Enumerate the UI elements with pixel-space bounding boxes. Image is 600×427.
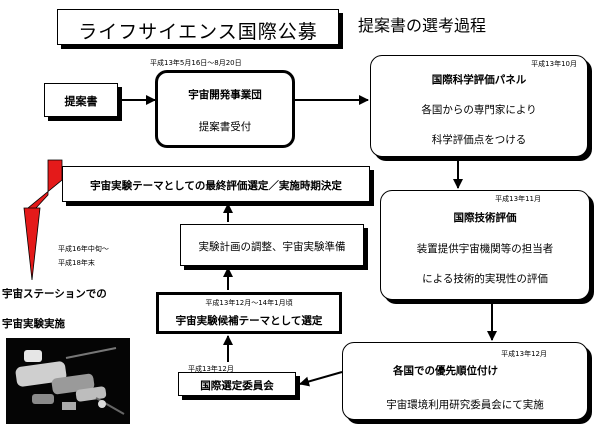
- prep-label: 実験計画の調整、宇宙実験準備: [198, 241, 346, 253]
- priority-date: 平成13年12月: [501, 350, 547, 358]
- committee-title: 国際選定委員会: [200, 380, 274, 392]
- proposal-label: 提案書: [64, 95, 98, 108]
- proposal-box: 提案書: [44, 83, 118, 117]
- page-subtitle: 提案書の選考過程: [358, 16, 487, 35]
- science-panel-box: 平成13年10月 国際科学評価パネル 各国からの専門家により 科学評価点をつける: [370, 55, 588, 157]
- candidate-title: 宇宙実験候補テーマとして選定: [175, 315, 323, 327]
- nasda-box: 宇宙開発事業団 提案書受付: [155, 70, 295, 148]
- iss-label-line1: 宇宙ステーションでの: [2, 288, 107, 300]
- nasda-date: 平成13年5月16日～8月20日: [150, 59, 242, 67]
- title-box: ライフサイエンス国際公募: [57, 9, 339, 45]
- science-panel-line2: 科学評価点をつける: [431, 134, 527, 146]
- science-panel-title: 国際科学評価パネル: [431, 74, 527, 86]
- nasda-body: 提案書受付: [198, 121, 252, 133]
- tech-eval-line2: による技術的実現性の評価: [422, 273, 548, 285]
- tech-eval-date: 平成13年11月: [495, 195, 541, 203]
- priority-title: 各国での優先順位付け: [393, 365, 498, 377]
- iss-date-line2: 平成18年末: [58, 259, 95, 267]
- iss-illustration: [6, 338, 130, 424]
- tech-eval-box: 平成13年11月 国際技術評価 装置提供宇宙機関等の担当者 による技術的実現性の…: [380, 190, 590, 300]
- candidate-date: 平成13年12月～14年1月頃: [205, 299, 293, 307]
- committee-date: 平成13年12月: [188, 365, 234, 373]
- committee-box: 国際選定委員会: [178, 372, 296, 396]
- tech-eval-title: 国際技術評価: [453, 212, 517, 224]
- tech-eval-line1: 装置提供宇宙機関等の担当者: [416, 243, 554, 255]
- final-box: 宇宙実験テーマとしての最終評価選定／実施時期決定: [62, 166, 370, 202]
- science-panel-date: 平成13年10月: [531, 60, 577, 68]
- iss-photo: [6, 338, 130, 424]
- prep-box: 実験計画の調整、宇宙実験準備: [180, 224, 364, 266]
- priority-box: 平成13年12月 各国での優先順位付け 宇宙環境利用研究委員会にて実施: [342, 342, 588, 420]
- science-panel-line1: 各国からの専門家により: [421, 104, 537, 116]
- arrow-priority-to-committee: [299, 371, 343, 387]
- iss-date-line1: 平成16年中旬～: [58, 245, 109, 253]
- priority-body: 宇宙環境利用研究委員会にて実施: [386, 399, 544, 411]
- final-label: 宇宙実験テーマとしての最終評価選定／実施時期決定: [90, 180, 342, 192]
- page-title: ライフサイエンス国際公募: [78, 21, 318, 43]
- nasda-title: 宇宙開発事業団: [188, 89, 262, 101]
- iss-label-line2: 宇宙実験実施: [2, 318, 65, 330]
- candidate-box: 平成13年12月～14年1月頃 宇宙実験候補テーマとして選定: [156, 292, 342, 334]
- red-arrow-to-iss: [23, 159, 63, 281]
